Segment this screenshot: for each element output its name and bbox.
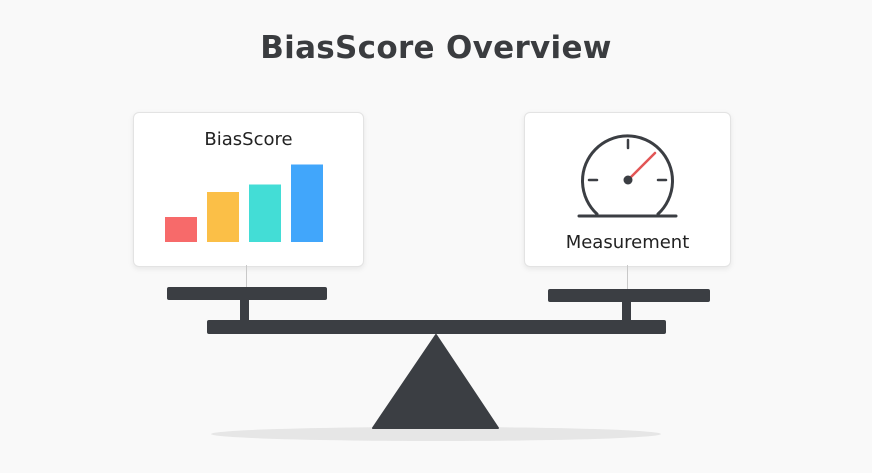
biasscore-label: BiasScore bbox=[204, 129, 293, 150]
measurement-card: Measurement bbox=[524, 112, 731, 267]
bar-chart-icon bbox=[165, 164, 323, 242]
scale-beam bbox=[207, 320, 666, 334]
scale-shadow bbox=[211, 427, 661, 441]
left-pan-post bbox=[240, 300, 249, 322]
left-card-connector bbox=[246, 265, 247, 289]
gauge-dial bbox=[581, 134, 674, 216]
bar-4 bbox=[291, 164, 323, 242]
page-title: BiasScore Overview bbox=[260, 30, 612, 66]
bar-3 bbox=[249, 184, 281, 242]
right-pan bbox=[548, 289, 710, 302]
gauge-pivot bbox=[623, 175, 633, 185]
gauge-icon bbox=[577, 134, 678, 218]
bar-1 bbox=[165, 217, 197, 242]
gauge-needle bbox=[626, 151, 657, 182]
scale-fulcrum bbox=[372, 334, 499, 429]
bar-2 bbox=[207, 192, 239, 242]
biasscore-card: BiasScore bbox=[133, 112, 364, 267]
right-card-connector bbox=[627, 265, 628, 289]
right-pan-post bbox=[622, 302, 631, 322]
measurement-label: Measurement bbox=[565, 232, 690, 253]
left-pan bbox=[167, 287, 327, 300]
